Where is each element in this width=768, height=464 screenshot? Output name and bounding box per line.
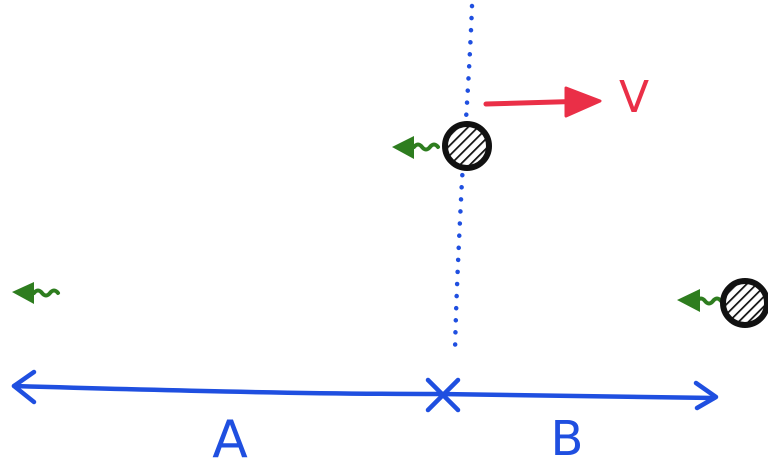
emission-arrow-icon — [12, 282, 60, 304]
velocity-label: V — [619, 72, 649, 123]
distance-axis — [11, 369, 719, 411]
segment-a-label: A — [212, 410, 248, 464]
particle-icon — [442, 121, 492, 171]
velocity-arrow — [483, 86, 602, 118]
intersection-mark — [425, 377, 461, 413]
segment-b-label: B — [551, 411, 584, 464]
emission-arrow-icon — [677, 289, 723, 312]
particle-icon — [720, 278, 768, 328]
dotted-reference-line — [452, 3, 475, 355]
emission-arrow-icon — [392, 136, 440, 159]
